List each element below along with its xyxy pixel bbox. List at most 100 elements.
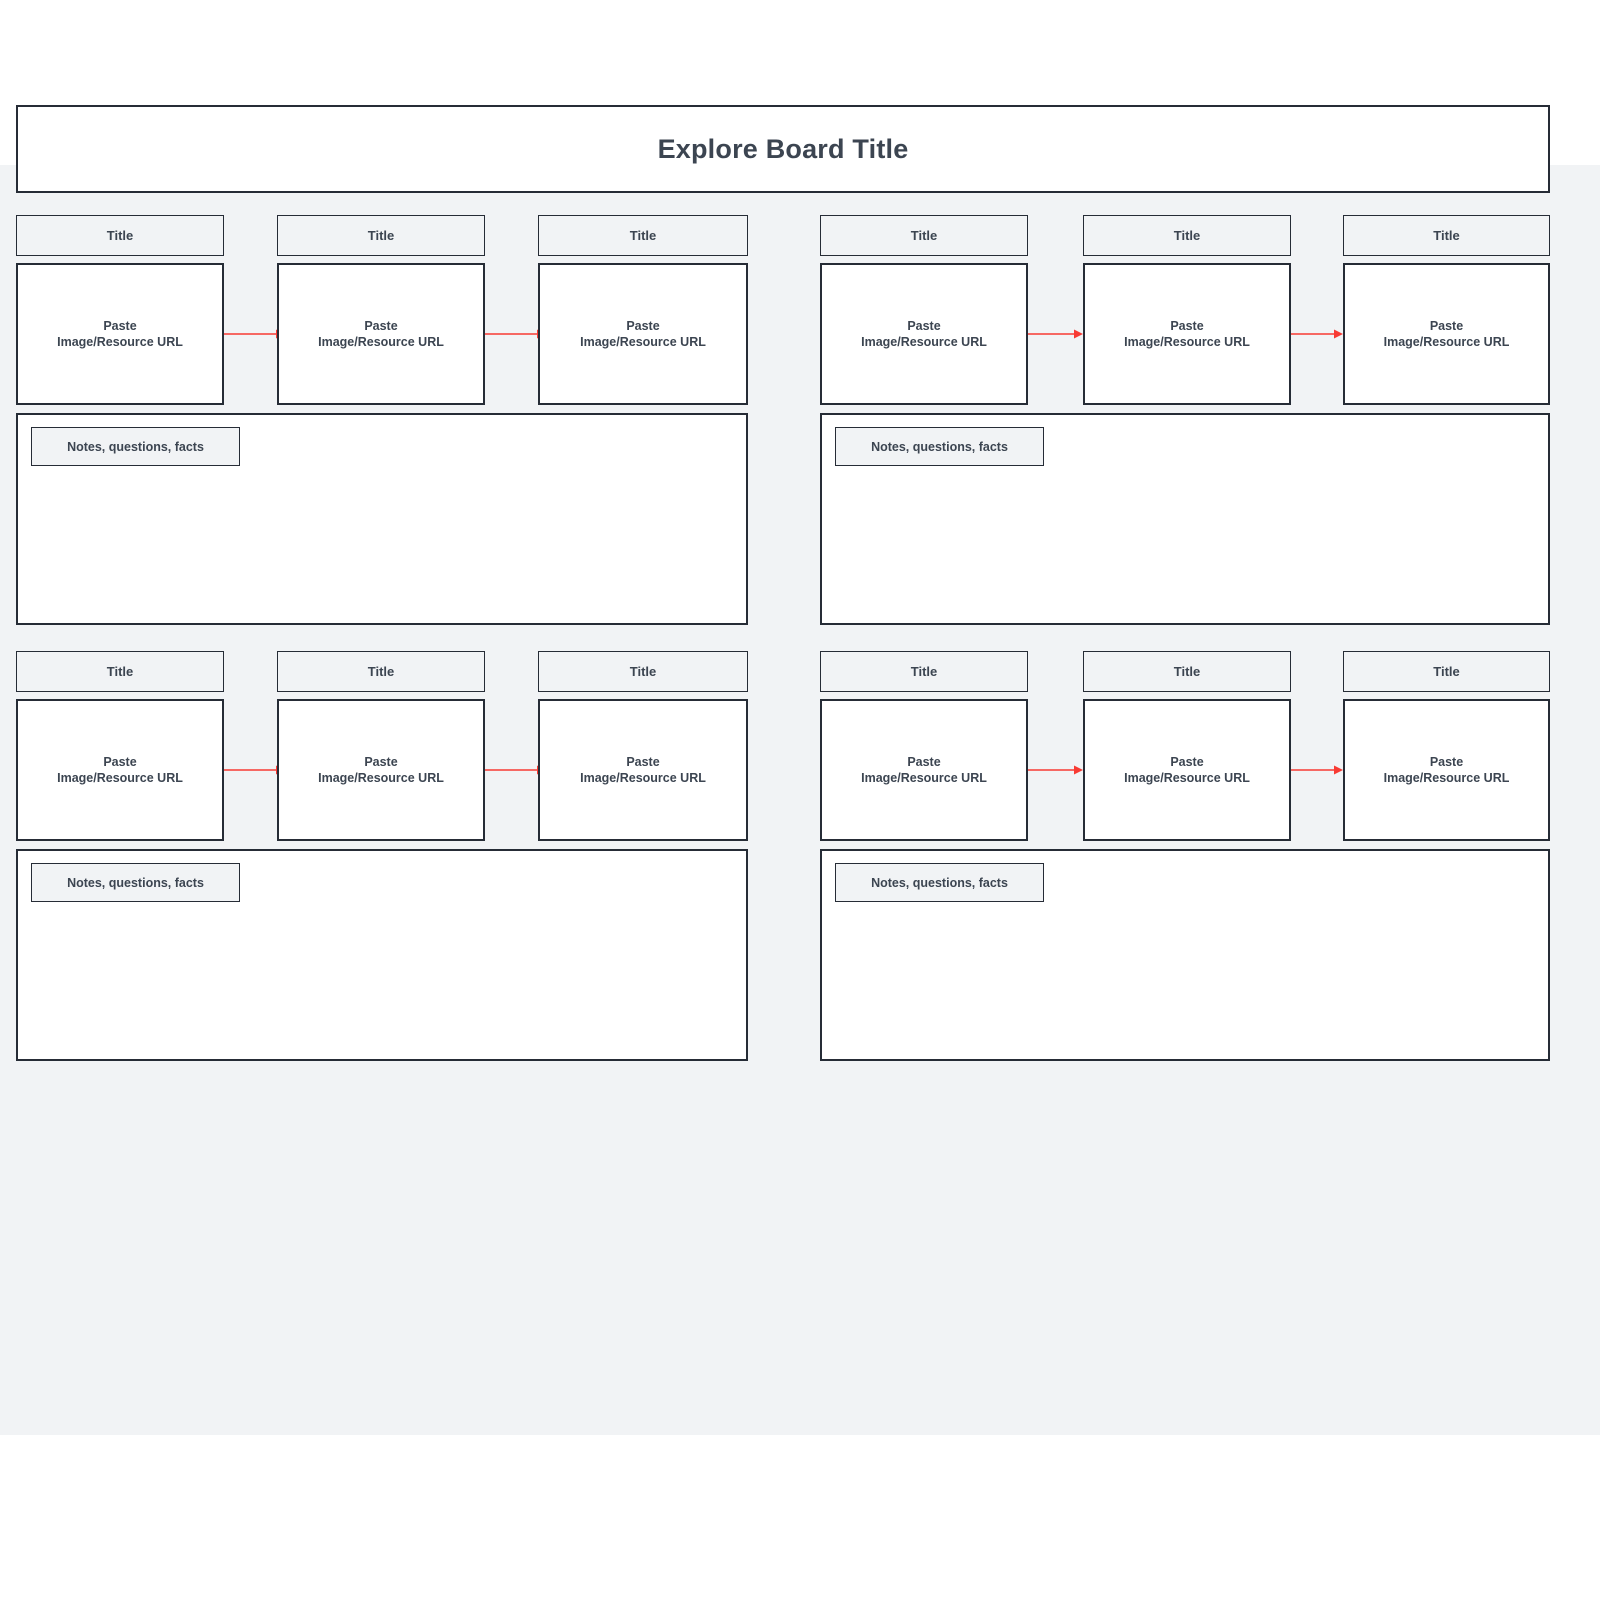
card-title-label: Title [910,228,938,243]
flow-arrow [485,328,546,340]
paste-line-2: Image/Resource URL [318,335,444,349]
flow-arrow [224,328,285,340]
card-title-label: Title [1433,664,1460,679]
card-column: Title Paste Image/Resource URL [277,651,485,841]
board-canvas [0,165,1600,1435]
paste-line-2: Image/Resource URL [861,335,987,349]
card-image-placeholder[interactable]: Paste Image/Resource URL [277,699,485,841]
card-image-placeholder[interactable]: Paste Image/Resource URL [820,699,1028,841]
card-title-box[interactable]: Title [1083,215,1291,256]
card-title-box[interactable]: Title [820,215,1028,256]
card-title-box[interactable]: Title [277,215,485,256]
flow-arrow [485,764,546,776]
notes-box[interactable]: Notes, questions, facts [16,413,748,625]
card-title-label: Title [629,228,657,243]
notes-label-box[interactable]: Notes, questions, facts [835,863,1044,902]
notes-label-box[interactable]: Notes, questions, facts [31,863,240,902]
notes-label-box[interactable]: Notes, questions, facts [835,427,1044,466]
flow-arrow [224,764,285,776]
card-image-placeholder[interactable]: Paste Image/Resource URL [820,263,1028,405]
notes-box[interactable]: Notes, questions, facts [16,849,748,1061]
card-image-placeholder[interactable]: Paste Image/Resource URL [16,699,224,841]
paste-text: Paste Image/Resource URL [861,318,987,350]
card-strip: Title Paste Image/Resource URL Title Pa [16,651,762,841]
paste-text: Paste Image/Resource URL [1384,754,1510,786]
paste-text: Paste Image/Resource URL [318,318,444,350]
notes-box[interactable]: Notes, questions, facts [820,849,1550,1061]
card-column: Title Paste Image/Resource URL [820,651,1028,841]
card-title-label: Title [367,664,395,679]
paste-line-2: Image/Resource URL [1383,771,1510,785]
card-image-placeholder[interactable]: Paste Image/Resource URL [277,263,485,405]
paste-text: Paste Image/Resource URL [1124,754,1250,786]
paste-line-2: Image/Resource URL [580,335,706,349]
quadrant-bottom-right: Title Paste Image/Resource URL Title Pa [820,651,1550,1061]
card-title-box[interactable]: Title [820,651,1028,692]
card-title-box[interactable]: Title [16,651,224,692]
card-title-label: Title [629,664,657,679]
paste-line-1: Paste [1170,755,1204,769]
notes-label-text: Notes, questions, facts [67,875,204,890]
paste-text: Paste Image/Resource URL [580,754,706,786]
card-title-label: Title [367,228,395,243]
card-title-label: Title [106,664,134,679]
flow-arrow [1028,764,1083,776]
paste-line-1: Paste [1170,319,1204,333]
card-title-box[interactable]: Title [538,215,748,256]
card-strip: Title Paste Image/Resource URL Title Pa [16,215,762,405]
board-header[interactable]: Explore Board Title [16,105,1550,193]
card-strip: Title Paste Image/Resource URL Title Pa [820,215,1550,405]
card-title-box[interactable]: Title [538,651,748,692]
card-image-placeholder[interactable]: Paste Image/Resource URL [16,263,224,405]
card-title-box[interactable]: Title [277,651,485,692]
card-image-placeholder[interactable]: Paste Image/Resource URL [1083,699,1291,841]
card-title-box[interactable]: Title [1343,651,1550,692]
paste-line-2: Image/Resource URL [1124,335,1250,349]
paste-line-1: Paste [103,755,137,769]
paste-text: Paste Image/Resource URL [57,754,183,786]
paste-line-1: Paste [1429,755,1464,769]
paste-line-1: Paste [626,755,660,769]
card-title-label: Title [106,228,134,243]
paste-line-2: Image/Resource URL [1124,771,1250,785]
paste-line-1: Paste [1429,319,1464,333]
card-column: Title Paste Image/Resource URL [1083,651,1291,841]
card-title-box[interactable]: Title [1343,215,1550,256]
card-column: Title Paste Image/Resource URL [1083,215,1291,405]
card-column: Title Paste Image/Resource URL [538,651,748,841]
card-image-placeholder[interactable]: Paste Image/Resource URL [538,699,748,841]
paste-text: Paste Image/Resource URL [1124,318,1250,350]
card-title-label: Title [910,664,938,679]
paste-line-2: Image/Resource URL [318,771,444,785]
paste-line-1: Paste [626,319,660,333]
card-image-placeholder[interactable]: Paste Image/Resource URL [1343,699,1550,841]
card-image-placeholder[interactable]: Paste Image/Resource URL [538,263,748,405]
paste-line-2: Image/Resource URL [1383,335,1510,349]
page-title: Explore Board Title [657,133,909,164]
card-image-placeholder[interactable]: Paste Image/Resource URL [1083,263,1291,405]
card-column: Title Paste Image/Resource URL [820,215,1028,405]
paste-line-1: Paste [364,755,398,769]
card-column: Title Paste Image/Resource URL [16,651,224,841]
card-title-box[interactable]: Title [16,215,224,256]
paste-line-1: Paste [907,319,941,333]
card-title-box[interactable]: Title [1083,651,1291,692]
flow-arrow [1291,328,1343,340]
notes-box[interactable]: Notes, questions, facts [820,413,1550,625]
card-title-label: Title [1433,228,1460,243]
paste-line-1: Paste [103,319,137,333]
quadrant-bottom-left: Title Paste Image/Resource URL Title Pa [16,651,762,1061]
paste-text: Paste Image/Resource URL [1384,318,1510,350]
quadrant-top-right: Title Paste Image/Resource URL Title Pa [820,215,1550,625]
paste-text: Paste Image/Resource URL [57,318,183,350]
card-image-placeholder[interactable]: Paste Image/Resource URL [1343,263,1550,405]
notes-label-box[interactable]: Notes, questions, facts [31,427,240,466]
card-column: Title Paste Image/Resource URL [277,215,485,405]
paste-text: Paste Image/Resource URL [861,754,987,786]
card-column: Title Paste Image/Resource URL [1343,651,1550,841]
flow-arrow [1291,764,1343,776]
paste-line-2: Image/Resource URL [57,771,183,785]
card-column: Title Paste Image/Resource URL [16,215,224,405]
card-title-label: Title [1173,228,1201,243]
card-column: Title Paste Image/Resource URL [1343,215,1550,405]
